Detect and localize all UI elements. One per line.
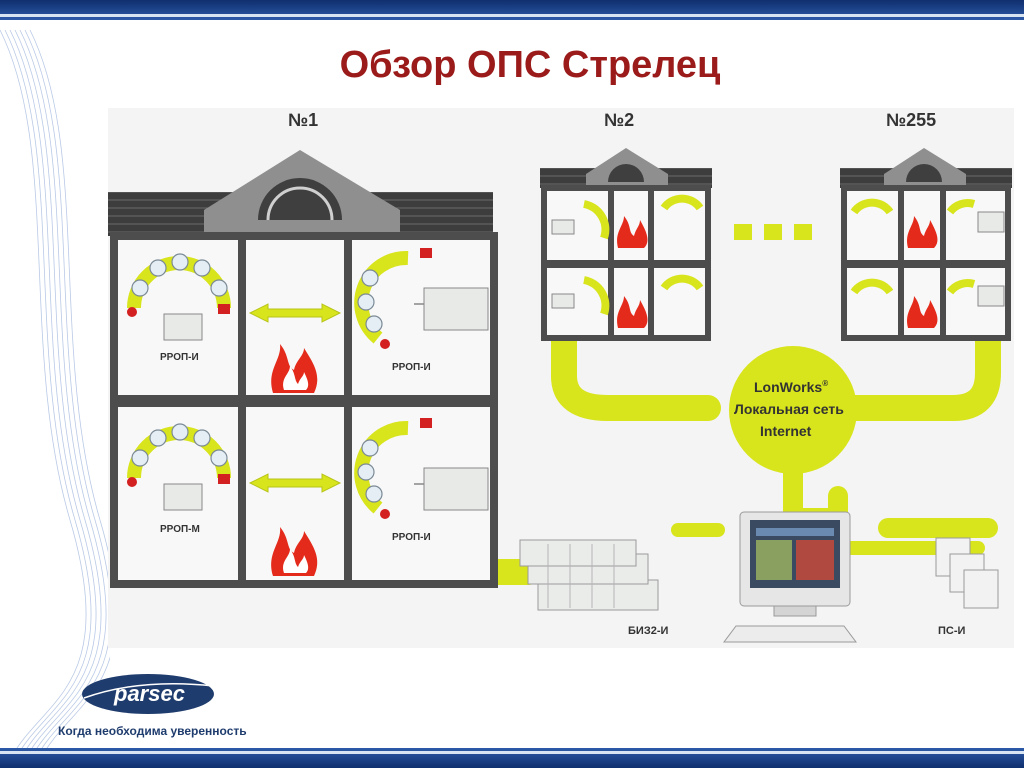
- biz2-modules: [519, 539, 659, 611]
- building-label-1: №1: [288, 110, 318, 130]
- ellipsis-dots: [734, 224, 812, 240]
- computer-workstation: [723, 511, 857, 643]
- device-label-rrop-i-1: РРОП-И: [160, 352, 199, 363]
- ps-i-devices: [935, 537, 999, 609]
- network-label-lonworks: LonWorks®: [754, 379, 828, 395]
- manual-call-points: [127, 248, 432, 519]
- page-title: Обзор ОПС Стрелец: [339, 44, 721, 86]
- detector-icons: [131, 253, 383, 503]
- building-2: [540, 148, 712, 341]
- network-hub: [729, 346, 857, 474]
- ops-diagram: №1 №2 №255 РРОП-И РРОП-И РРОП-И РРОП-М Б…: [108, 108, 1014, 648]
- building-255: [840, 148, 1012, 341]
- rrop-devices: [163, 287, 489, 511]
- building-label-255: №255: [886, 110, 936, 130]
- radio-arrows: [248, 303, 342, 493]
- building-label-2: №2: [604, 110, 634, 130]
- parsec-logo: parsec: [82, 674, 215, 714]
- device-label-rrop-i-3: РРОП-И: [392, 532, 431, 543]
- network-label-internet: Internet: [760, 423, 812, 439]
- device-label-rrop-m: РРОП-М: [160, 524, 200, 535]
- decorative-curves: [0, 29, 110, 761]
- tagline: Когда необходима уверенность: [58, 724, 247, 738]
- top-band: [0, 0, 1024, 20]
- device-label-ps: ПС-И: [938, 625, 966, 637]
- logo-brand-text: parsec: [113, 681, 185, 706]
- device-label-rrop-i-2: РРОП-И: [392, 362, 431, 373]
- device-label-biz: БИЗ2-И: [628, 625, 668, 637]
- network-label-lan: Локальная сеть: [734, 401, 844, 417]
- bottom-band: [0, 748, 1024, 768]
